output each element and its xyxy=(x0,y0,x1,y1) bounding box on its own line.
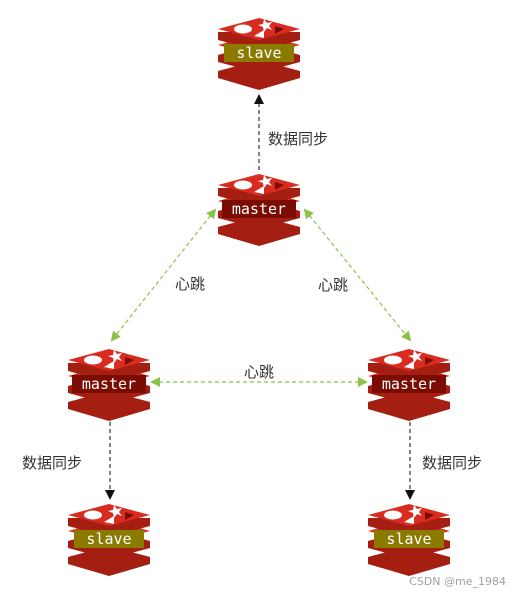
redis-cube-icon xyxy=(368,504,450,576)
heartbeat-label-middle: 心跳 xyxy=(244,363,275,381)
slave-node-left: slave xyxy=(66,500,152,578)
node-label: slave xyxy=(86,530,132,548)
redis-cube-icon xyxy=(68,349,150,421)
slave-node-right: slave xyxy=(366,500,452,578)
master-node-left: master xyxy=(66,345,152,423)
master-node-right: master xyxy=(366,345,452,423)
redis-cube-icon xyxy=(368,349,450,421)
node-label: master xyxy=(81,375,137,393)
sync-label-left: 数据同步 xyxy=(22,454,83,472)
master-node-center: master xyxy=(216,170,302,248)
heartbeat-label-right: 心跳 xyxy=(318,276,349,294)
watermark: CSDN @me_1984 xyxy=(409,575,506,588)
redis-cube-icon xyxy=(218,18,300,90)
sync-label-right: 数据同步 xyxy=(422,454,483,472)
node-label: slave xyxy=(236,44,282,62)
node-label: slave xyxy=(386,530,432,548)
sync-label-top: 数据同步 xyxy=(268,130,329,148)
redis-cube-icon xyxy=(218,174,300,246)
node-label: master xyxy=(381,375,437,393)
redis-cube-icon xyxy=(68,504,150,576)
heartbeat-label-left: 心跳 xyxy=(175,275,206,293)
slave-node-top: slave xyxy=(216,14,302,92)
node-label: master xyxy=(231,200,287,218)
